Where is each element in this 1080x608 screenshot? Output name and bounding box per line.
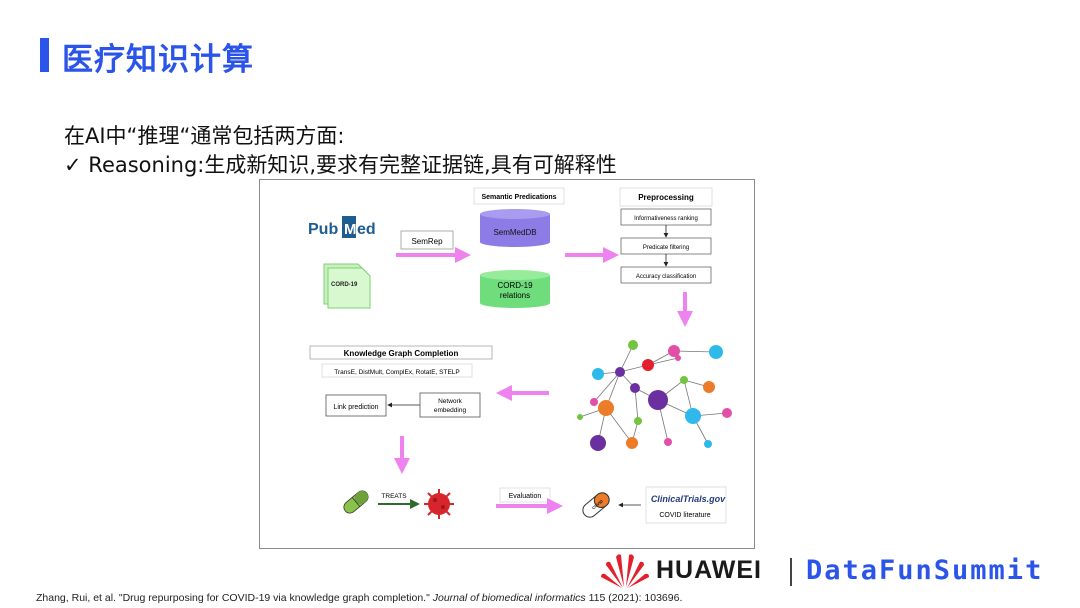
step-accuracy-classification: [620, 266, 712, 284]
covid-literature-label: COVID literature: [659, 512, 710, 519]
huawei-wordmark: HUAWEI: [656, 556, 762, 584]
pubmed-m: M: [344, 221, 357, 238]
treats-label: TREATS: [381, 493, 407, 500]
bullet-text: Reasoning:生成新知识,要求有完整证据链,具有可解释性: [88, 153, 617, 177]
citation-journal: Journal of biomedical informatics: [432, 592, 586, 604]
pipeline-diagram: Pub M ed CORD-19 SemRep Semantic Predica…: [308, 187, 749, 524]
evaluation-label: Evaluation: [509, 493, 542, 500]
step1-label: Informativeness ranking: [634, 216, 698, 222]
semantic-predications-title: Semantic Predications: [481, 194, 556, 201]
network-embedding-box: [419, 392, 481, 418]
huawei-logo-icon: [601, 554, 649, 588]
citation: Zhang, Rui, et al. "Drug repurposing for…: [36, 592, 682, 604]
evidence-box: [645, 486, 727, 524]
kgc-header: [309, 345, 493, 360]
semrep-box: [400, 230, 454, 250]
evaluation-box: [499, 487, 551, 503]
pipeline-figure: Pub M ed CORD-19 SemRep Semantic Predica…: [259, 179, 755, 549]
network-embedding-line1: Network: [438, 398, 463, 405]
preprocessing-header: [619, 187, 713, 207]
intro-line: 在AI中“推理“通常包括两方面:: [64, 124, 345, 148]
cord19-document-icon: CORD-19: [323, 263, 371, 309]
link-prediction-label: Link prediction: [333, 404, 378, 411]
datafunsummit-logo: DataFunSummit: [806, 555, 1044, 586]
slide-title: 医疗知识计算: [62, 42, 254, 78]
citation-main: Zhang, Rui, et al. "Drug repurposing for…: [36, 592, 433, 604]
brand-divider: [790, 558, 792, 586]
semmeddb-label: SemMedDB: [493, 228, 536, 237]
network-embedding-line2: embedding: [434, 407, 467, 414]
pubmed-logo: Pub M ed: [308, 216, 376, 238]
pubmed-pub: Pub: [308, 221, 338, 238]
pubmed-ed: ed: [357, 221, 376, 238]
drug-pill-icon: [343, 490, 369, 514]
kgc-models-box: [321, 363, 473, 378]
preprocessing-title: Preprocessing: [638, 193, 694, 202]
semmeddb-cylinder: SemMedDB: [480, 209, 550, 247]
title-accent-bar: [40, 38, 49, 72]
step2-label: Predicate filtering: [643, 245, 689, 251]
drug-capsule-icon: COVID: [582, 492, 610, 518]
link-prediction-box: [325, 394, 387, 417]
knowledge-graph-visual: [553, 327, 749, 468]
kgc-title: Knowledge Graph Completion: [344, 349, 459, 358]
check-icon: ✓: [64, 153, 82, 177]
cord19-relations-cylinder: CORD-19 relations: [480, 270, 550, 308]
bullet-line: ✓ Reasoning:生成新知识,要求有完整证据链,具有可解释性: [64, 149, 617, 179]
virus-icon: [424, 489, 454, 519]
cord19-label: CORD-19: [331, 282, 358, 288]
semantic-predications-header: [473, 187, 565, 205]
cord19-relations-line1: CORD-19: [497, 281, 533, 290]
kgc-models: TransE, DistMult, ComplEx, RotatE, STELP: [334, 369, 459, 376]
cord19-relations-line2: relations: [500, 291, 530, 300]
clinicaltrials-label: ClinicalTrials.gov: [651, 494, 726, 504]
citation-tail: 115 (2021): 103696.: [585, 592, 683, 604]
step3-label: Accuracy classification: [636, 274, 696, 280]
semrep-label: SemRep: [411, 237, 443, 246]
